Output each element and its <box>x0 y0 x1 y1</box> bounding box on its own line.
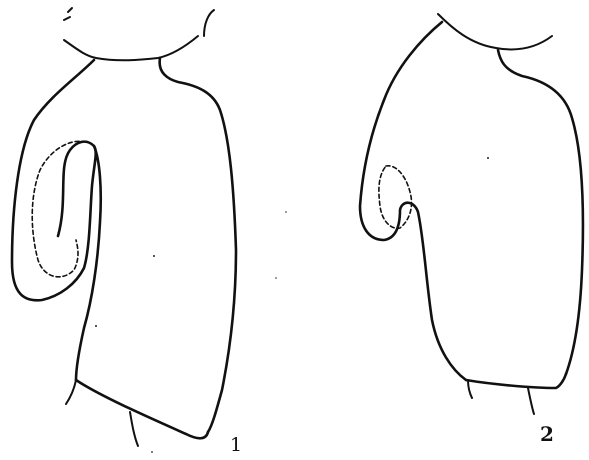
figure-2-label: 2 <box>540 424 554 444</box>
figure-1-dashed-contour <box>32 141 86 277</box>
figure-1-top-mark-left <box>64 8 72 20</box>
figure-1-body-outline <box>12 60 96 300</box>
speck <box>153 255 155 257</box>
figure-1-label: 1 <box>230 436 242 455</box>
figure-2-tail-right <box>528 388 534 414</box>
figure-1-top-mark-right <box>204 10 214 36</box>
figure-2-bottom-edge <box>466 374 566 388</box>
speck <box>151 451 153 453</box>
figure-1-right-side <box>160 58 236 432</box>
speck <box>285 211 287 213</box>
figure-1-bottom-edge <box>76 380 208 438</box>
figure-1-neck-line <box>64 36 198 60</box>
figure-1-drawing <box>12 8 236 446</box>
figure-2-right-side <box>498 50 583 374</box>
figure-2-dashed-contour <box>379 166 412 229</box>
speck <box>487 157 489 159</box>
figure-2-neck-line <box>438 14 552 50</box>
figure-2-tail-left <box>468 380 472 398</box>
figure-1-tail-left <box>66 380 76 404</box>
figure-1-inner-fold <box>76 146 101 380</box>
speck <box>275 277 277 279</box>
figure-2-drawing <box>360 14 583 414</box>
figure-2-left-outline <box>360 22 466 380</box>
speck <box>95 325 97 327</box>
figure-1-tail-right <box>130 412 138 446</box>
